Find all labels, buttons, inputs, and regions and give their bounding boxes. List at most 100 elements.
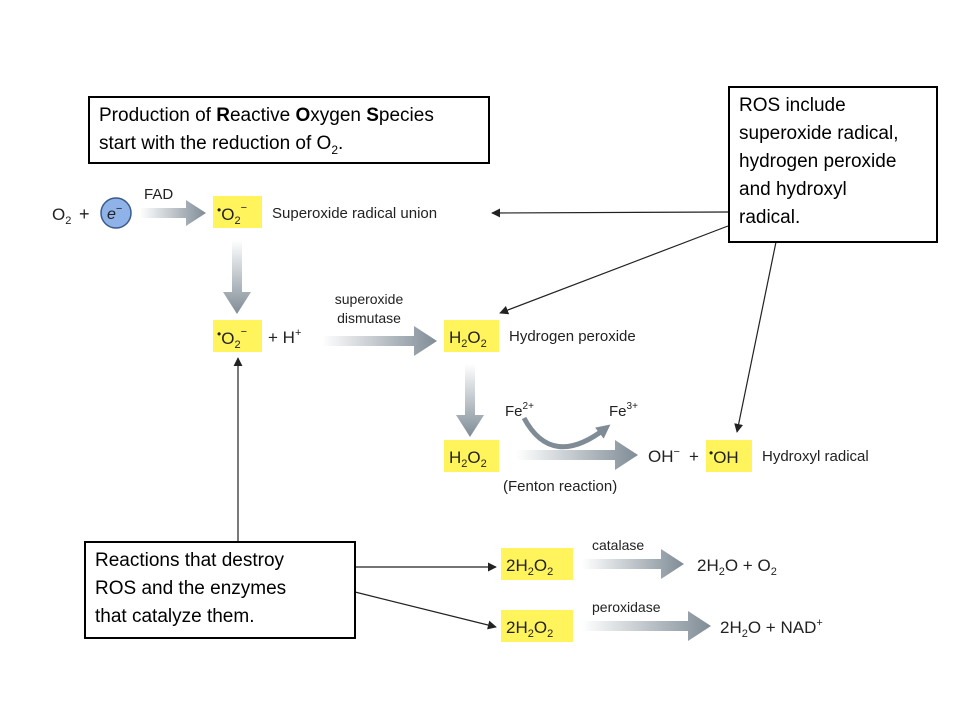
sod-line1: superoxide [335, 291, 404, 307]
fe2-sup: 2+ [523, 401, 535, 412]
h2o2-sub2-2: 2 [481, 458, 487, 470]
two-h2o2-a-2: 2H [506, 618, 528, 637]
ros-include-line-1: ROS include [739, 95, 846, 116]
svg-text:H2O2: H2O2 [449, 448, 487, 470]
ros-include-line-5: radical. [739, 207, 801, 228]
two-h2o2-sub2-2: 2 [547, 628, 553, 640]
two-h2o2-sub1-2: 2 [528, 628, 534, 640]
peroxidase-product-b: O + NAD [748, 618, 817, 637]
h2o2-label: Hydrogen peroxide [509, 328, 636, 345]
production-line-1: Production of Reactive Oxygen Species [99, 105, 434, 126]
destroy-callout-box: Reactions that destroy ROS and the enzym… [84, 541, 356, 639]
destroy-line-2: ROS and the enzymes [95, 578, 287, 599]
electron-circle [100, 197, 132, 229]
dismutase-arrow [322, 326, 437, 356]
fenton-arrow [516, 440, 638, 470]
superoxide-sup-2: − [241, 326, 247, 338]
catalase-product-sub2: 2 [771, 566, 777, 578]
ros-include-line-2: superoxide radical, [739, 123, 899, 144]
hydroxyl-label: Hydroxyl radical [762, 448, 869, 465]
two-h2o2-o: O [534, 556, 547, 575]
connector-to-hydroxyl [734, 241, 777, 433]
svg-text:Fe2+: Fe2+ [505, 401, 534, 420]
fenton-label: (Fenton reaction) [503, 478, 617, 495]
svg-text:OH−: OH− [648, 446, 680, 466]
production-line-2: start with the reduction of O2. [99, 133, 344, 157]
hydroxyl-highlight [706, 440, 752, 472]
fenton-curve-arrow [521, 416, 611, 450]
superoxide-dot: • [217, 203, 221, 217]
oh-minus: OH [648, 447, 674, 466]
h-plus: + H [268, 328, 295, 347]
electron-sup: − [116, 203, 122, 215]
electron-label: e [107, 206, 116, 223]
peroxidase-product-a: 2H [720, 618, 742, 637]
catalase-product-b: O + O [725, 556, 771, 575]
superoxide-sup: − [241, 202, 247, 214]
superoxide-highlight-1 [213, 196, 262, 228]
two-h2o2-a: 2H [506, 556, 528, 575]
catalase-label: catalase [592, 537, 644, 553]
fe3-sup: 3+ [627, 401, 639, 412]
oh-plus: + [689, 447, 699, 466]
superoxide-down-arrow [223, 240, 251, 314]
hydroxyl-dot: • [709, 446, 713, 460]
h2o2-o-2: O [467, 448, 480, 467]
connector-to-superoxide [491, 208, 729, 218]
ros-include-line-4: and hydroxyl [739, 179, 847, 200]
ros-include-callout-box: ROS include superoxide radical, hydrogen… [728, 86, 938, 243]
plus-sign: + [79, 204, 90, 224]
oh-minus-sup: − [674, 446, 680, 458]
fe2-label: Fe [505, 403, 523, 420]
svg-text:O2: O2 [52, 205, 71, 227]
catalase-arrow [582, 549, 684, 579]
superoxide-sub-2: 2 [234, 339, 240, 351]
h2o2-o: O [467, 328, 480, 347]
svg-text:Fe3+: Fe3+ [609, 401, 638, 420]
two-h2o2-sub1: 2 [528, 566, 534, 578]
svg-text:e−: e− [107, 203, 122, 223]
superoxide-highlight-2 [213, 320, 262, 352]
peroxidase-label: peroxidase [592, 599, 661, 615]
h2o2-h: H [449, 328, 461, 347]
peroxidase-product-sub: 2 [742, 628, 748, 640]
svg-text:•OH: •OH [709, 446, 739, 467]
sod-line2: dismutase [337, 310, 401, 326]
o2-sub: 2 [65, 215, 71, 227]
catalase-product-a: 2H [697, 556, 719, 575]
superoxide-formula-2: O [221, 329, 234, 348]
production-callout-box: Production of Reactive Oxygen Species st… [88, 96, 490, 164]
h2o2-sub2: 2 [481, 338, 487, 350]
svg-text:H2O2: H2O2 [449, 328, 487, 350]
superoxide-label: Superoxide radical union [272, 205, 437, 222]
superoxide-formula: O [221, 205, 234, 224]
h-plus-sup: + [295, 327, 301, 339]
two-h2o2-highlight-1 [501, 548, 573, 580]
h2o2-sub1-2: 2 [461, 458, 467, 470]
ros-include-line-3: hydrogen peroxide [739, 151, 897, 172]
o2-text: O [52, 205, 65, 224]
connector-to-peroxidase [354, 591, 497, 630]
h2o2-h-2: H [449, 448, 461, 467]
destroy-line-1: Reactions that destroy [95, 550, 285, 571]
peroxidase-arrow [582, 611, 711, 641]
h2o2-down-arrow [456, 364, 484, 437]
two-h2o2-o-2: O [534, 618, 547, 637]
two-h2o2-sub2: 2 [547, 566, 553, 578]
fad-label: FAD [144, 186, 173, 203]
fe3-label: Fe [609, 403, 627, 420]
h2o2-highlight-1 [444, 320, 499, 352]
svg-text:+ H+: + H+ [268, 327, 301, 347]
superoxide-sub: 2 [234, 215, 240, 227]
h2o2-sub1: 2 [461, 338, 467, 350]
connector-to-h2o2 [499, 225, 729, 315]
svg-text:•O2−: •O2− [217, 202, 247, 227]
svg-text:2H2O + NAD+: 2H2O + NAD+ [720, 617, 823, 640]
h2o2-highlight-2 [444, 440, 499, 472]
svg-text:2H2O2: 2H2O2 [506, 618, 553, 640]
catalase-product-sub: 2 [719, 566, 725, 578]
two-h2o2-highlight-2 [501, 610, 573, 642]
svg-text:2H2O2: 2H2O2 [506, 556, 553, 578]
destroy-line-3: that catalyze them. [95, 606, 255, 627]
